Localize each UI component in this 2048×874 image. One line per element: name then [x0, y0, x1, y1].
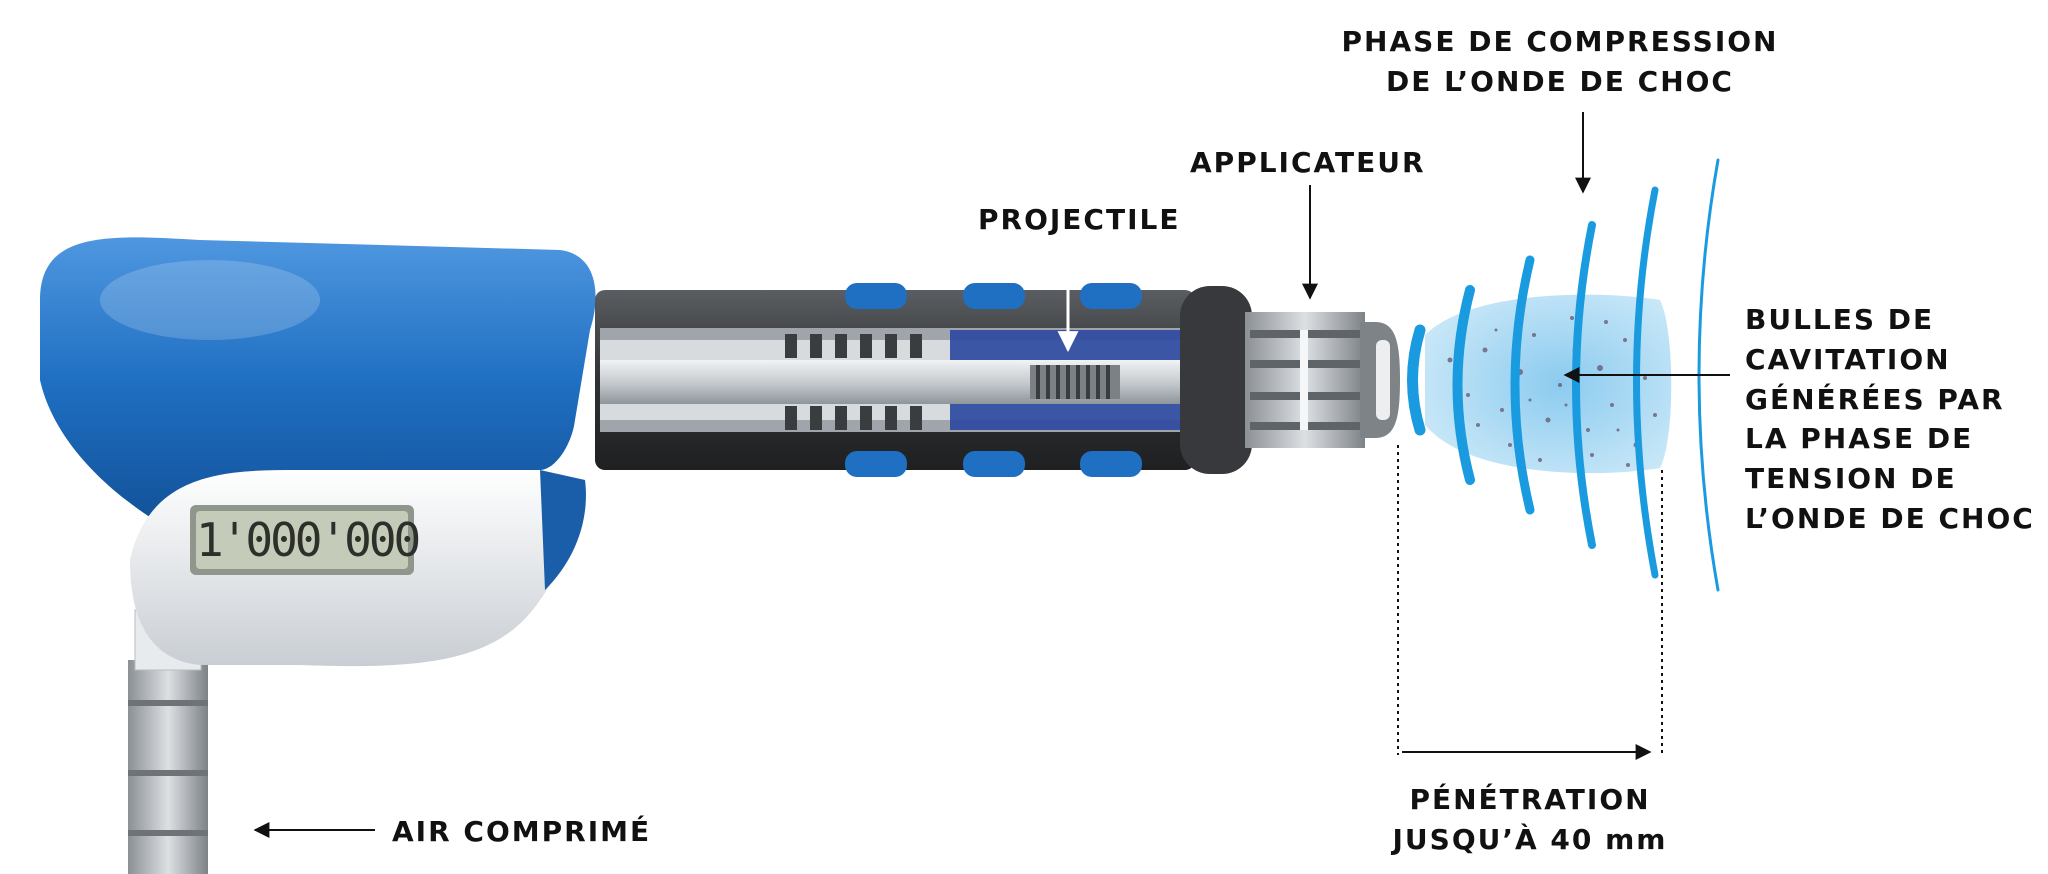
counter-value: 1'000'000	[196, 513, 421, 567]
applicator-part	[1245, 312, 1400, 448]
label-projectile: PROJECTILE	[978, 203, 1181, 236]
label-cavitation-bubbles: BULLES DE CAVITATION GÉNÉRÉES PAR LA PHA…	[1745, 303, 2035, 535]
leader-arrows	[253, 112, 1730, 838]
label-compressed-air: AIR COMPRIMÉ	[392, 815, 652, 848]
projectile-part	[1030, 365, 1120, 399]
counter-display	[190, 505, 414, 575]
label-penetration-depth: PÉNÉTRATION JUSQU’À 40 mm	[1392, 783, 1668, 856]
spring-coils	[785, 334, 922, 430]
shock-waves	[1407, 158, 1720, 592]
device-handle	[40, 237, 596, 667]
label-compression-phase: PHASE DE COMPRESSION DE L’ONDE DE CHOC	[1341, 25, 1779, 98]
label-applicator: APPLICATEUR	[1190, 146, 1426, 179]
penetration-bracket	[1397, 445, 1663, 760]
device-barrel	[595, 283, 1252, 477]
grip-pads	[845, 283, 1142, 477]
